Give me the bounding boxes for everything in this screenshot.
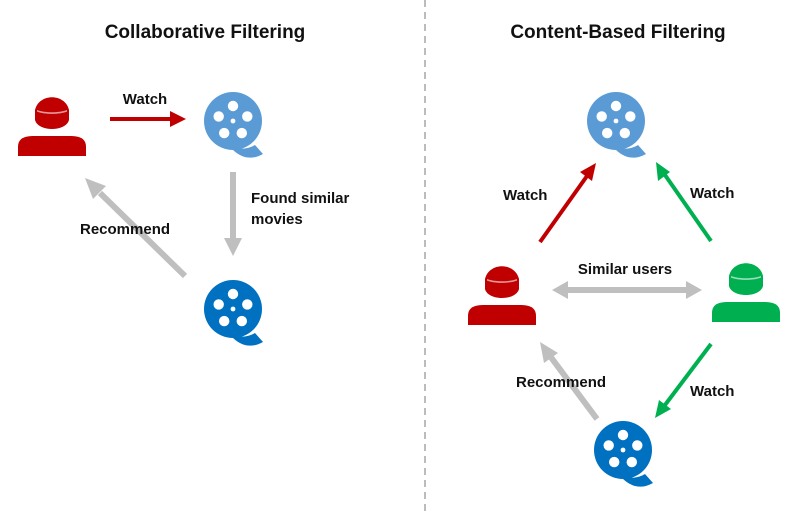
found-similar-arrow [224,172,242,256]
film-reel-icon [204,280,263,346]
similar-users-label: Similar users [578,261,672,278]
found-similar-label: Found similar [251,190,350,207]
collaborative-filtering-panel: Collaborative Filtering Watch Found simi… [18,22,350,346]
watch-label: Watch [123,91,167,108]
watch-label: Watch [503,187,547,204]
user-icon [712,263,780,322]
film-reel-icon [587,92,646,158]
content-based-filtering-title: Content-Based Filtering [510,22,725,43]
user-icon [18,97,86,156]
watch-arrow-green-bottom [655,342,713,418]
user-icon [468,266,536,325]
watch-arrow-green-top [656,162,713,243]
watch-label: Watch [690,185,734,202]
film-reel-icon [204,92,263,158]
watch-arrow-red [538,163,596,244]
similar-users-arrow [552,281,702,299]
recommend-arrow [540,342,600,421]
collaborative-filtering-title: Collaborative Filtering [105,22,306,43]
found-similar-label-line2: movies [251,211,303,228]
content-based-filtering-panel: Content-Based Filtering Watch Watch Simi… [468,22,780,487]
film-reel-icon [594,421,653,487]
recommend-arrow [85,178,188,279]
recommend-label: Recommend [516,374,606,391]
watch-label: Watch [690,383,734,400]
recommend-label: Recommend [80,221,170,238]
watch-arrow [110,111,186,127]
